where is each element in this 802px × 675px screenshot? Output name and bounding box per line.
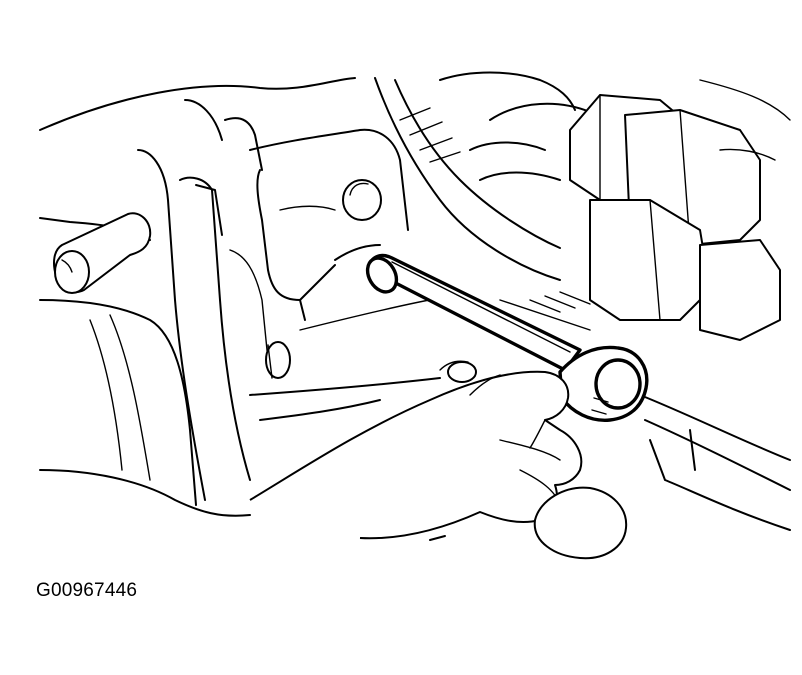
wrench-extension	[365, 253, 582, 372]
engine-housing	[39, 77, 356, 517]
upper-hoses	[374, 71, 591, 281]
drain-plug	[533, 486, 628, 560]
ratchet-head	[558, 345, 649, 422]
stud-bolt	[53, 212, 152, 294]
hand	[249, 360, 583, 541]
bracket-bolt	[342, 179, 382, 221]
mounting-bracket	[249, 128, 409, 321]
oil-pan	[249, 291, 791, 531]
figure-id-label: G00967446	[36, 580, 138, 601]
connector-blocks	[569, 79, 791, 341]
lower-fittings	[265, 341, 477, 383]
